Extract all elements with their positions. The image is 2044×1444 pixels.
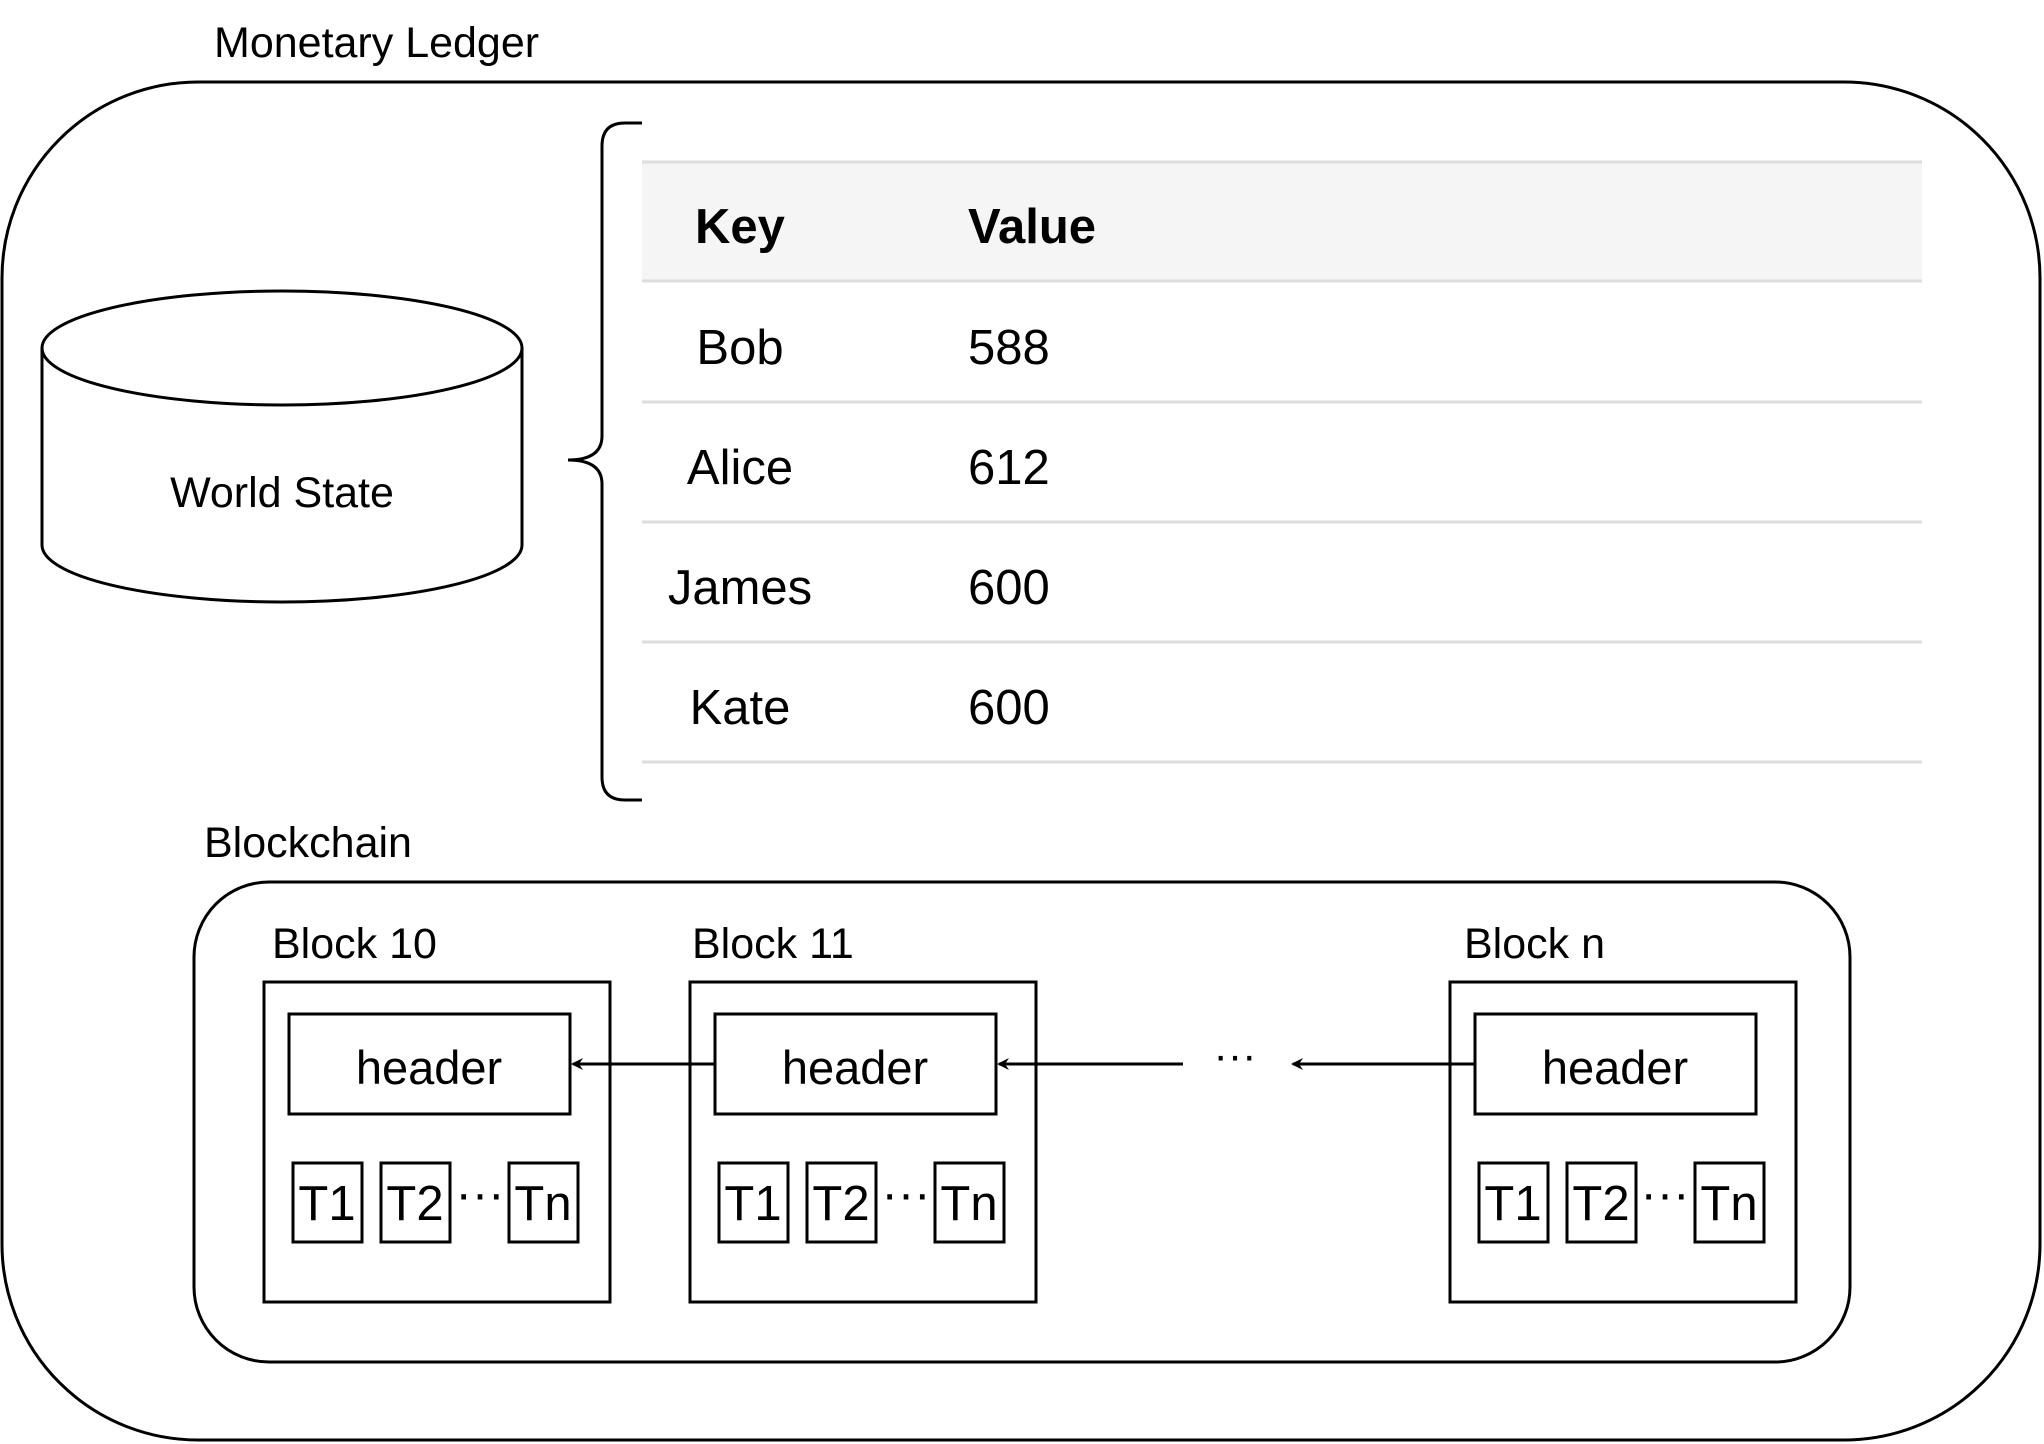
chain-gap-ellipsis: ··· xyxy=(1214,1032,1257,1080)
block-box xyxy=(262,980,612,1304)
transaction-ellipsis: ··· xyxy=(1641,1167,1690,1221)
transaction-box xyxy=(1565,1161,1638,1244)
world-state-label: World State xyxy=(170,469,394,517)
transaction-label: T1 xyxy=(1484,1177,1541,1231)
brace-connector xyxy=(567,121,642,802)
block-header-label: header xyxy=(782,1041,928,1094)
transaction-box xyxy=(717,1161,790,1244)
transaction-label: T2 xyxy=(386,1177,443,1231)
table-cell-value: 600 xyxy=(968,681,1050,735)
blockchain-title: Blockchain xyxy=(204,819,412,867)
blockchain-container xyxy=(192,880,1852,1364)
table-cell-value: 612 xyxy=(968,441,1050,495)
block-title: Block n xyxy=(1464,920,1605,968)
world-state-table: Key Value Bob 588 Alice 612 James 600 Ka… xyxy=(642,160,1922,764)
ledger-title: Monetary Ledger xyxy=(214,19,539,67)
block-10: Block 10 header T1 T2 ··· Tn xyxy=(262,920,612,1304)
table-cell-key: James xyxy=(668,561,812,615)
block-11: Block 11 header T1 T2 ··· Tn xyxy=(688,920,1038,1304)
table-cell-value: 600 xyxy=(968,561,1050,615)
block-box xyxy=(688,980,1038,1304)
block-title: Block 10 xyxy=(272,920,437,968)
block-header-label: header xyxy=(1542,1041,1688,1094)
table-cell-value: 588 xyxy=(968,321,1050,375)
transaction-label: T2 xyxy=(1572,1177,1629,1231)
transaction-label: T2 xyxy=(812,1177,869,1231)
table-header-value: Value xyxy=(968,200,1096,254)
block-header-box xyxy=(287,1012,572,1116)
block-n: Block n header T1 T2 ··· Tn xyxy=(1448,920,1798,1304)
table-cell-key: Alice xyxy=(687,441,793,495)
block-header-box xyxy=(713,1012,998,1116)
transaction-label: T1 xyxy=(724,1177,781,1231)
transaction-label: T1 xyxy=(298,1177,355,1231)
ledger-container xyxy=(0,80,2042,1442)
transaction-box xyxy=(933,1161,1006,1244)
world-state-cylinder: World State xyxy=(40,289,524,604)
transaction-label: Tn xyxy=(1700,1177,1757,1231)
transaction-box xyxy=(379,1161,452,1244)
transaction-box xyxy=(291,1161,364,1244)
transaction-box xyxy=(805,1161,878,1244)
transaction-label: Tn xyxy=(940,1177,997,1231)
table-cell-key: Bob xyxy=(696,321,783,375)
transaction-ellipsis: ··· xyxy=(882,1167,931,1221)
block-header-label: header xyxy=(356,1041,502,1094)
transaction-box xyxy=(1693,1161,1766,1244)
table-header-key: Key xyxy=(695,200,785,254)
transaction-box xyxy=(507,1161,580,1244)
transaction-label: Tn xyxy=(514,1177,571,1231)
transaction-ellipsis: ··· xyxy=(456,1167,505,1221)
table-header-row xyxy=(642,162,1922,281)
block-title: Block 11 xyxy=(692,920,854,968)
block-box xyxy=(1448,980,1798,1304)
transaction-box xyxy=(1477,1161,1550,1244)
table-cell-key: Kate xyxy=(690,681,791,735)
